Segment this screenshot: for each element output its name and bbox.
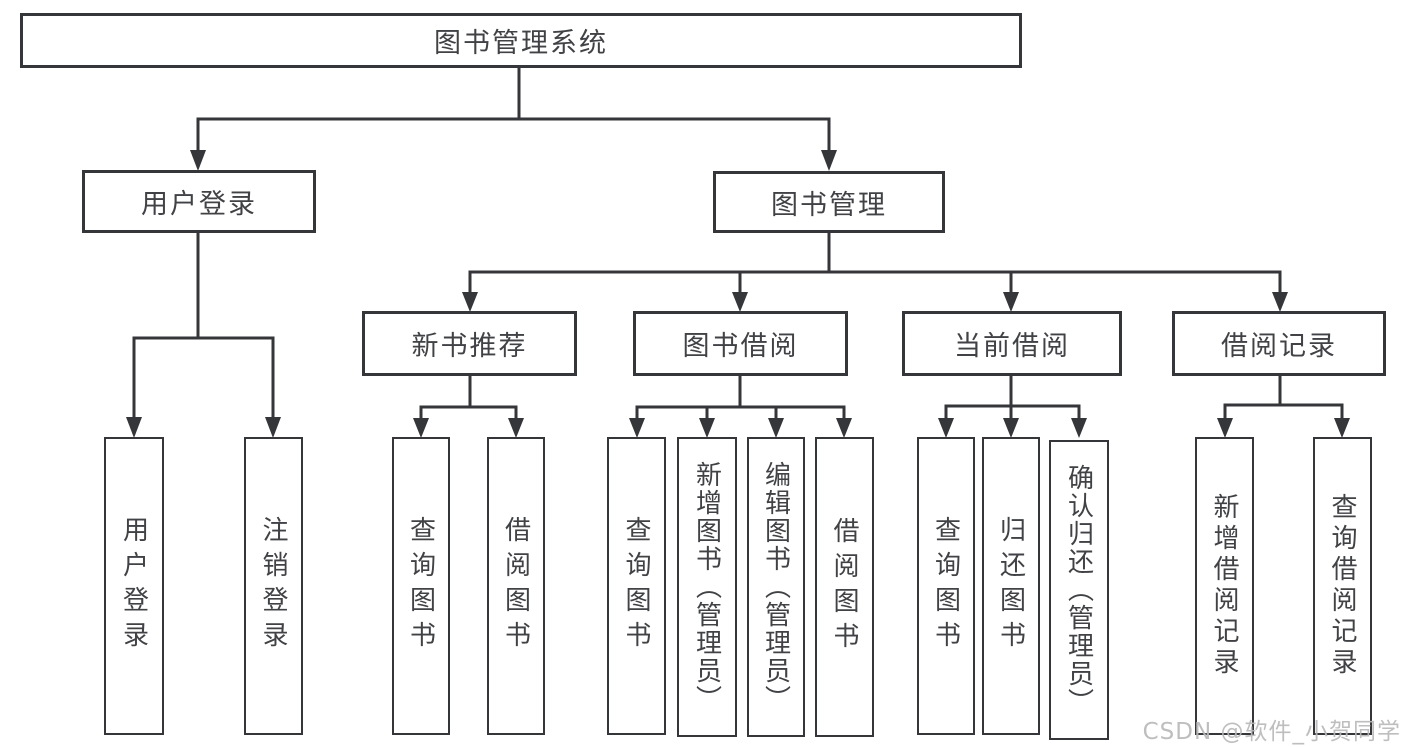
watermark: CSDN @软件_小贺同学 xyxy=(1142,719,1401,745)
node-current-borrow-label: 当前借阅 xyxy=(954,331,1070,362)
node-borrow-records: 借阅记录 xyxy=(1172,311,1386,376)
leaf-add-borrow-record-label: 新增借阅记录 xyxy=(1209,493,1239,679)
leaf-add-books-admin: 新增图书（管理员） xyxy=(677,437,737,737)
leaf-query-borrow-record: 查询借阅记录 xyxy=(1313,437,1372,735)
leaf-user-login: 用户登录 xyxy=(104,437,164,735)
leaf-query-books-current-label: 查询图书 xyxy=(930,516,961,656)
node-current-borrow: 当前借阅 xyxy=(902,311,1122,376)
node-book-management: 图书管理 xyxy=(713,171,945,233)
leaf-borrow-books: 借阅图书 xyxy=(815,437,874,737)
node-root: 图书管理系统 xyxy=(20,13,1022,68)
leaf-borrow-books-recommend: 借阅图书 xyxy=(487,437,545,735)
leaf-query-books-borrow: 查询图书 xyxy=(607,437,666,735)
node-new-book-recommend-label: 新书推荐 xyxy=(411,331,528,362)
leaf-add-borrow-record: 新增借阅记录 xyxy=(1195,437,1254,735)
leaf-query-books-recommend-label: 查询图书 xyxy=(405,516,436,656)
node-book-management-label: 图书管理 xyxy=(771,189,887,221)
leaf-confirm-return-admin: 确认归还（管理员） xyxy=(1049,440,1109,740)
leaf-query-books-recommend: 查询图书 xyxy=(392,437,450,735)
leaf-borrow-books-label: 借阅图书 xyxy=(829,517,859,657)
leaf-user-login-label: 用户登录 xyxy=(118,516,149,656)
leaf-confirm-return-admin-label: 确认归还（管理员） xyxy=(1063,464,1094,716)
node-root-label: 图书管理系统 xyxy=(434,28,608,59)
leaf-add-books-admin-label: 新增图书（管理员） xyxy=(691,461,722,713)
leaf-query-books-borrow-label: 查询图书 xyxy=(621,516,651,656)
leaf-logout-label: 注销登录 xyxy=(258,516,288,656)
node-borrow-records-label: 借阅记录 xyxy=(1221,331,1337,362)
leaf-query-books-current: 查询图书 xyxy=(917,437,975,735)
leaf-borrow-books-recommend-label: 借阅图书 xyxy=(500,516,531,656)
node-new-book-recommend: 新书推荐 xyxy=(362,311,577,376)
leaf-return-books-label: 归还图书 xyxy=(995,516,1026,656)
node-book-borrow: 图书借阅 xyxy=(633,311,848,376)
leaf-edit-books-admin: 编辑图书（管理员） xyxy=(747,437,805,737)
node-book-borrow-label: 图书借阅 xyxy=(682,331,799,362)
node-user-login-label: 用户登录 xyxy=(141,189,257,220)
leaf-query-borrow-record-label: 查询借阅记录 xyxy=(1327,493,1357,679)
leaf-logout: 注销登录 xyxy=(244,437,303,735)
leaf-edit-books-admin-label: 编辑图书（管理员） xyxy=(760,461,791,713)
leaf-return-books: 归还图书 xyxy=(982,437,1040,735)
node-user-login: 用户登录 xyxy=(82,170,316,233)
